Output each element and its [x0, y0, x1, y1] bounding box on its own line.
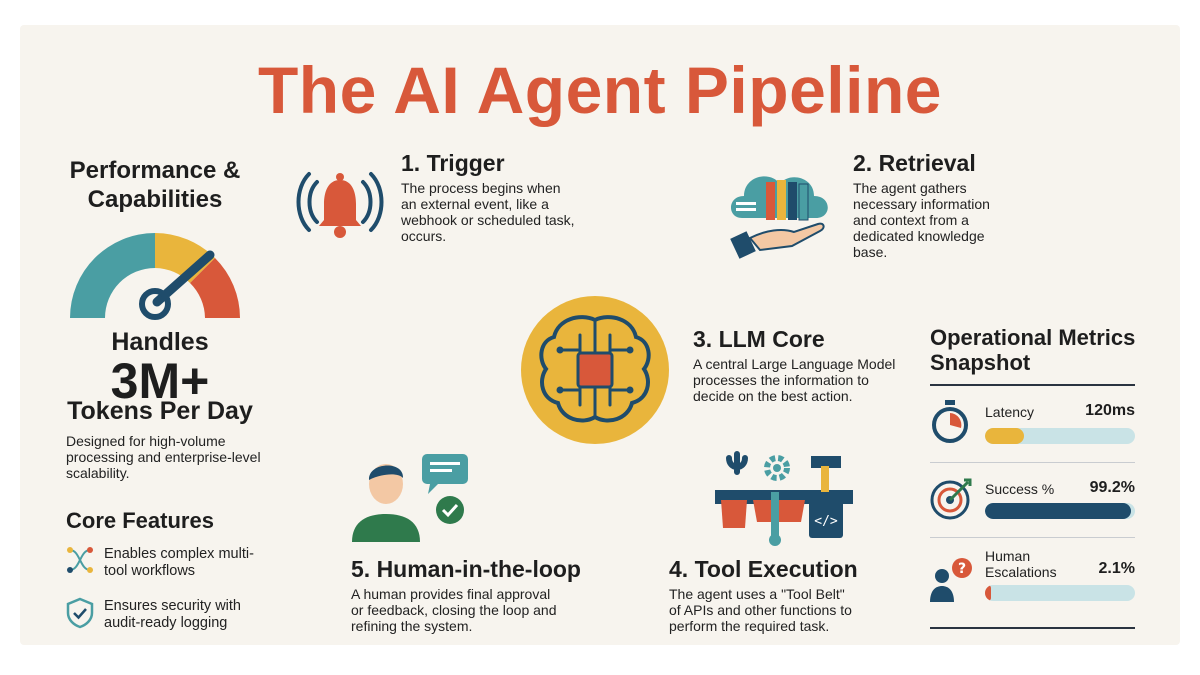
metric-latency-label: Latency: [985, 404, 1035, 420]
step-llm-core-text: A central Large Language Model processes…: [693, 356, 896, 404]
stopwatch-icon: [932, 400, 968, 443]
performance-heading: Performance & Capabilities: [69, 157, 241, 213]
feature-item-security: Ensures security with audit-ready loggin…: [104, 598, 241, 631]
cloud-books-hand-icon: [730, 176, 828, 259]
gauge-icon: [70, 233, 240, 320]
step-retrieval-text: The agent gathers necessary information …: [853, 180, 990, 260]
metrics-divider: [930, 537, 1135, 538]
tokens-value: 3M+: [110, 353, 210, 409]
bell-signal-icon: [296, 172, 384, 238]
metrics-divider: [930, 462, 1135, 463]
metric-latency-value: 120ms: [1085, 402, 1135, 419]
step-trigger-title: 1. Trigger: [401, 150, 505, 176]
step-tool-execution-title: 4. Tool Execution: [669, 556, 858, 582]
step-tool-execution-text: The agent uses a "Tool Belt" of APIs and…: [669, 586, 852, 634]
page-title: The AI Agent Pipeline: [257, 53, 942, 127]
handles-label: Handles: [111, 328, 209, 356]
person-question-icon: ?: [930, 558, 972, 602]
feature-item-workflows: Enables complex multi-tool workflows: [104, 546, 254, 579]
metric-escalations-fill: [985, 585, 991, 601]
metric-escalations-bar: [985, 585, 1135, 601]
metrics-bottom-rule: [930, 627, 1135, 629]
metric-escalations-value: 2.1%: [1098, 560, 1135, 577]
svg-text:?: ?: [958, 561, 966, 577]
svg-text:</>: </>: [814, 514, 838, 529]
step-human-in-the-loop-title: 5. Human-in-the-loop: [351, 556, 581, 582]
core-features-heading: Core Features: [66, 508, 214, 533]
tool-belt-icon: </>: [715, 451, 853, 546]
metrics-top-rule: [930, 384, 1135, 386]
brain-chip-icon: [521, 296, 669, 444]
metrics-heading: Operational Metrics Snapshot: [930, 325, 1136, 375]
workflow-icon: [67, 547, 93, 573]
metric-latency-bar: [985, 428, 1135, 444]
performance-description: Designed for high-volume processing and …: [66, 433, 261, 481]
tokens-label: Tokens Per Day: [67, 397, 253, 425]
step-llm-core-title: 3. LLM Core: [693, 326, 825, 352]
target-icon: [930, 478, 972, 520]
metric-latency-fill: [985, 428, 1024, 444]
step-retrieval-title: 2. Retrieval: [853, 150, 976, 176]
metric-success-fill: [985, 503, 1131, 519]
metric-success-label: Success %: [985, 481, 1055, 497]
step-human-in-the-loop-text: A human provides final approval or feedb…: [351, 586, 557, 634]
metric-success-bar: [985, 503, 1135, 519]
human-approval-icon: [352, 454, 468, 542]
shield-check-icon: [66, 597, 94, 629]
step-trigger-text: The process begins when an external even…: [401, 180, 575, 244]
metric-escalations-label: Human Escalations: [985, 548, 1057, 580]
metric-success-value: 99.2%: [1089, 479, 1135, 496]
